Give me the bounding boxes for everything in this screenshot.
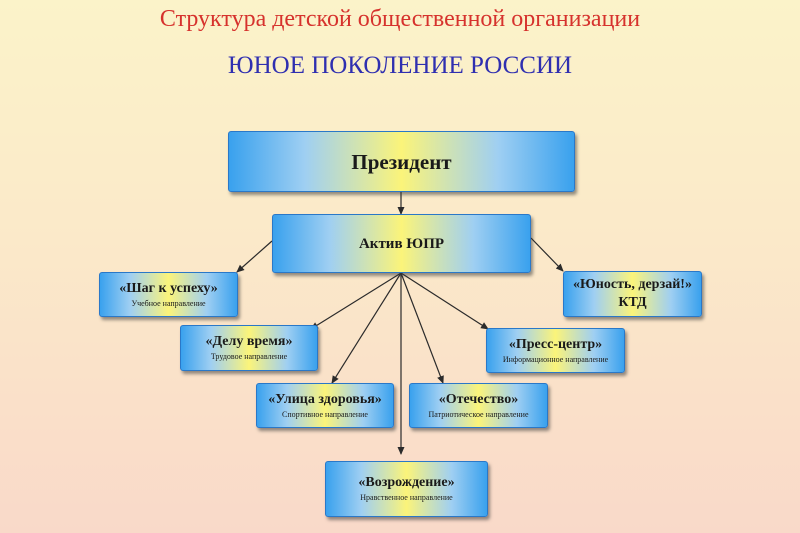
arrow-aktiv-to-otechestvo bbox=[400, 272, 444, 384]
node-vozrozhdenie: «Возрождение» Нравственное направление bbox=[325, 461, 488, 517]
organization-name: ЮНОЕ ПОКОЛЕНИЕ РОССИИ bbox=[227, 52, 573, 79]
node-shag-direction: Учебное направление bbox=[131, 298, 206, 308]
arrow-aktiv-to-shag bbox=[236, 240, 273, 273]
node-otechestvo-label: «Отечество» bbox=[438, 391, 519, 407]
arrow-aktiv-to-delu bbox=[310, 272, 402, 330]
node-aktiv-label: Актив ЮПР bbox=[358, 235, 445, 252]
node-press-direction: Информационное направление bbox=[502, 354, 609, 364]
node-yunost-direction: КТД bbox=[618, 295, 647, 310]
diagram-title: Структура детской общественной организац… bbox=[159, 6, 641, 32]
node-president-label: Президент bbox=[351, 149, 452, 174]
arrow-aktiv-to-press bbox=[400, 272, 489, 330]
node-ulitsa-zdorovya: «Улица здоровья» Спортивное направление bbox=[256, 383, 394, 428]
arrow-aktiv-to-yunost bbox=[530, 237, 564, 272]
node-vozrozhdenie-direction: Нравственное направление bbox=[360, 493, 453, 502]
arrow-aktiv-to-ulitsa bbox=[331, 272, 402, 384]
node-ulitsa-direction: Спортивное направление bbox=[282, 409, 368, 419]
node-delu-vremya: «Делу время» Трудовое направление bbox=[180, 325, 318, 371]
node-delu-label: «Делу время» bbox=[205, 334, 293, 349]
node-press-tsentr: «Пресс-центр» Информационное направление bbox=[486, 328, 625, 373]
node-yunost-label: «Юность, дерзай!» bbox=[573, 277, 692, 292]
node-vozrozhdenie-label: «Возрождение» bbox=[358, 475, 455, 490]
node-aktiv-yupr: Актив ЮПР bbox=[272, 214, 531, 273]
node-delu-direction: Трудовое направление bbox=[210, 352, 288, 361]
node-yunost-derzai: «Юность, дерзай!» КТД bbox=[563, 271, 702, 317]
node-ulitsa-label: «Улица здоровья» bbox=[268, 391, 382, 407]
node-president: Президент bbox=[228, 131, 575, 192]
node-shag-label: «Шаг к успеху» bbox=[119, 280, 218, 296]
node-otechestvo: «Отечество» Патриотическое направление bbox=[409, 383, 548, 428]
node-otechestvo-direction: Патриотическое направление bbox=[428, 409, 529, 419]
node-press-label: «Пресс-центр» bbox=[508, 336, 603, 352]
node-shag-k-uspehu: «Шаг к успеху» Учебное направление bbox=[99, 272, 238, 317]
